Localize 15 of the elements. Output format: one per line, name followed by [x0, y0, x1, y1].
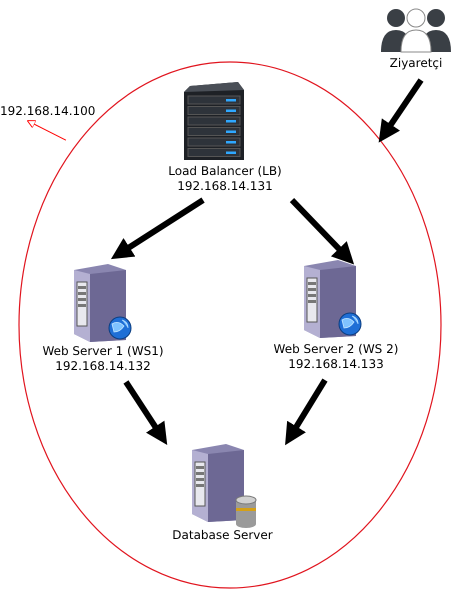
- arrow: [378, 78, 424, 143]
- node-label: Ziyaretçi: [388, 56, 444, 71]
- arrow: [290, 198, 354, 265]
- arrow: [123, 380, 168, 446]
- ip-address-label: 192.168.14.132: [54, 359, 152, 374]
- node-label: Database Server: [171, 528, 274, 543]
- node-label: Web Server 2 (WS 2): [272, 342, 400, 357]
- leader-line: [26, 120, 66, 141]
- arrow: [285, 378, 328, 446]
- ip-address-label: 192.168.14.133: [287, 357, 385, 372]
- node-label: Load Balancer (LB): [167, 164, 283, 179]
- arrow: [110, 198, 205, 260]
- node-label: Web Server 1 (WS1): [41, 344, 165, 359]
- ip-address-label: 192.168.14.100: [0, 104, 96, 119]
- ip-address-label: 192.168.14.131: [176, 179, 274, 194]
